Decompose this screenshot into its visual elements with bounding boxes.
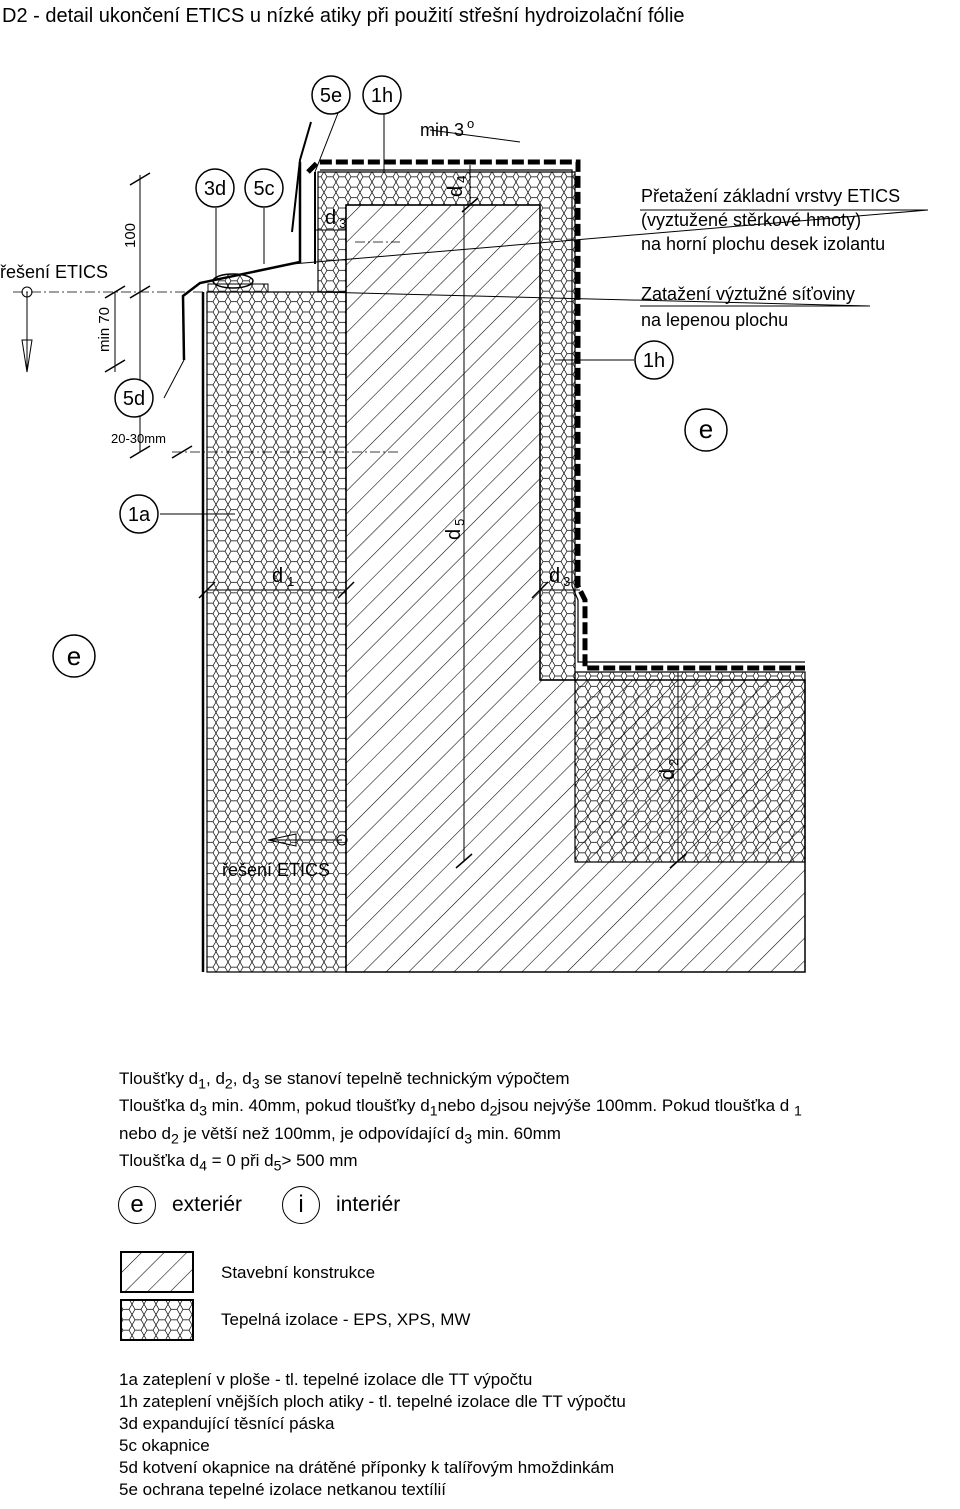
legend-hatch-swatch [120, 1251, 194, 1293]
svg-text:5d: 5d [123, 388, 145, 410]
list-item: 5c okapnice [119, 1436, 210, 1455]
slope-line [429, 129, 521, 143]
list-item: 5d kotvení okapnice na drátěné příponky … [119, 1458, 615, 1477]
tag-e-exterior-left: e [52, 634, 96, 678]
tag-e-exterior-right: e [684, 408, 728, 452]
tag-1a: 1a [119, 494, 159, 534]
section-label-top: řešení ETICS [0, 262, 108, 282]
dim-d2-label: d2 [657, 759, 681, 780]
svg-text:e: e [67, 641, 81, 671]
callout1-line1: Přetažení základní vrstvy ETICS [641, 186, 900, 206]
svg-text:1h: 1h [371, 85, 393, 107]
tape-base [207, 283, 269, 293]
interior-label: interiér [336, 1193, 401, 1216]
callout1-line2: (vyztužené stěrkové hmoty) [641, 210, 861, 230]
list-item: 5e ochrana tepelné izolace netkanou text… [119, 1480, 447, 1499]
roof-insulation [574, 671, 806, 863]
membrane-inner-line [320, 169, 805, 663]
svg-text:e: e [699, 414, 713, 444]
tag-1h: 1h [634, 340, 674, 380]
dim-min70: min 70 [96, 307, 113, 352]
dim-100: 100 [122, 223, 139, 248]
tag-1h-top: 1h [362, 75, 402, 115]
tag-5d: 5d [114, 378, 154, 418]
list-item: 1a zateplení v ploše - tl. tepelné izola… [119, 1370, 533, 1389]
note-line-2: Tloušťka d3 min. 40mm, pokud tloušťky d1… [119, 1096, 802, 1120]
note-line-1: Tloušťky d1, d2, d3 se stanoví tepelně t… [119, 1069, 570, 1093]
exterior-symbol: e [118, 1186, 156, 1224]
tag-5c: 5c [244, 168, 284, 208]
dim-d5-label: d5 [443, 519, 467, 540]
callout1-leader [291, 209, 929, 265]
legend-insulation-label: Tepelná izolace - EPS, XPS, MW [221, 1310, 471, 1329]
section-label-bottom: řešení ETICS [222, 860, 330, 880]
page-title: D2 - detail ukončení ETICS u nízké atiky… [2, 5, 685, 27]
exterior-label: exteriér [172, 1193, 243, 1216]
list-item: 3d expandující těsnící páska [119, 1414, 335, 1433]
svg-text:3d: 3d [204, 178, 226, 200]
callout2-line2: na lepenou plochu [641, 310, 788, 330]
legend-structure-label: Stavební konstrukce [221, 1263, 376, 1282]
callout2-leader [317, 291, 871, 307]
list-item: 1h zateplení vnějších ploch atiky - tl. … [119, 1392, 626, 1411]
svg-text:5e: 5e [320, 85, 342, 107]
item-list: 1a zateplení v ploše - tl. tepelné izola… [119, 1369, 626, 1501]
note-line-4: Tloušťka d4 = 0 při d5> 500 mm [119, 1151, 358, 1175]
svg-text:5c: 5c [253, 178, 274, 200]
interior-symbol: i [282, 1186, 320, 1224]
thickness-notes: Tloušťky d1, d2, d3 se stanoví tepelně t… [119, 1068, 919, 1178]
note-line-3: nebo d2 je větší než 100mm, je odpovídaj… [119, 1123, 561, 1148]
svg-text:1a: 1a [128, 504, 151, 526]
tag-5e: 5e [311, 75, 351, 115]
callout2-line1: Zatažení výztužné síťoviny [641, 284, 855, 304]
insulation-1a [206, 291, 347, 973]
callout1-line3: na horní plochu desek izolantu [641, 234, 885, 254]
legend-hex-swatch [120, 1299, 194, 1341]
dim-20-30mm: 20-30mm [111, 431, 166, 446]
protection-textile [291, 121, 312, 233]
tag-3d: 3d [195, 168, 235, 208]
roof-membrane [306, 159, 805, 671]
svg-text:1h: 1h [643, 350, 665, 372]
dim-d4-label: d4 [445, 176, 469, 197]
